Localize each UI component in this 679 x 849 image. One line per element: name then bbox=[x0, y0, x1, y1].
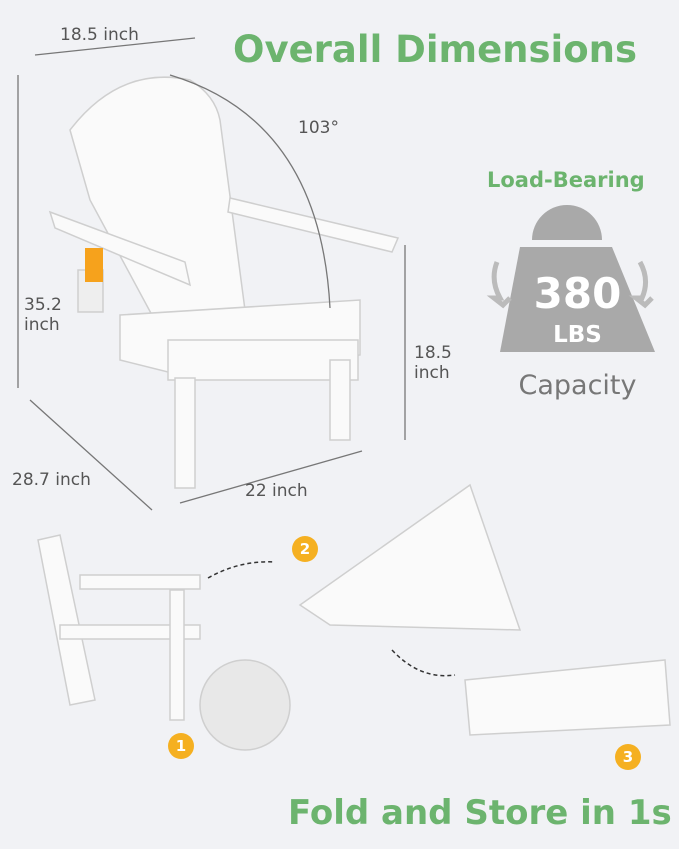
footer-title: Fold and Store in 1s bbox=[288, 793, 672, 833]
depth-label: 28.7 inch bbox=[12, 470, 91, 490]
load-label: Capacity bbox=[518, 370, 637, 401]
seat-height-label: 18.5 inch bbox=[414, 343, 452, 383]
step-badge-1: 1 bbox=[168, 733, 194, 759]
top-width-label: 18.5 inch bbox=[60, 25, 139, 45]
angle-label: 103° bbox=[298, 118, 339, 138]
page-title: Overall Dimensions bbox=[233, 28, 638, 71]
load-heading: Load-Bearing bbox=[487, 168, 645, 192]
dimension-lines bbox=[17, 37, 406, 511]
step-badge-2: 2 bbox=[292, 536, 318, 562]
load-value: 380 bbox=[533, 269, 622, 318]
load-unit: LBS bbox=[553, 322, 602, 348]
weight-icon bbox=[486, 205, 655, 352]
main-chair bbox=[48, 76, 400, 489]
width-label: 22 inch bbox=[245, 481, 308, 501]
step-badge-3: 3 bbox=[615, 744, 641, 770]
height-label: 35.2 inch bbox=[24, 295, 62, 335]
folding-chairs bbox=[37, 483, 671, 751]
